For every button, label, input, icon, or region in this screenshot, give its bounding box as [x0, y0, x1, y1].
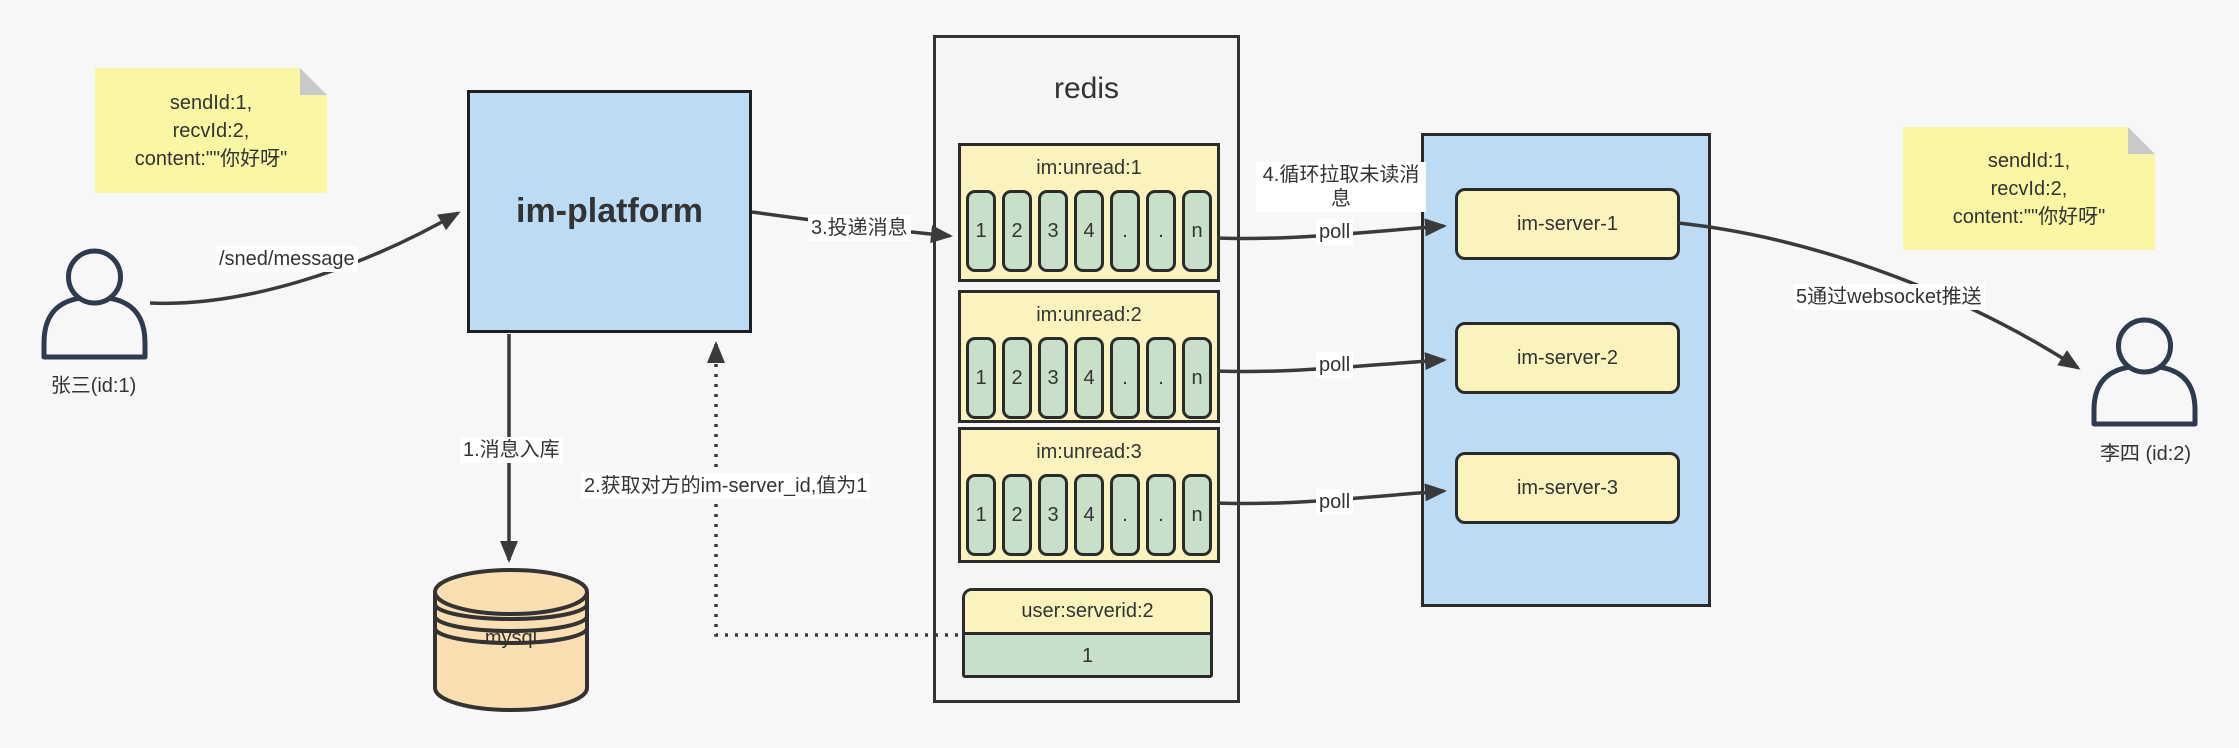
poll-label-3: poll [1316, 489, 1354, 515]
redis-queue-unread-1: im:unread:1 1 2 3 4 . . n [958, 143, 1220, 282]
queue-title: im:unread:1 [1036, 156, 1142, 179]
sticky-note-message-payload-left: sendId:1, recvId:2, content:""你好呀" [95, 68, 327, 193]
queue-cell: . [1110, 190, 1140, 272]
queue-cells: 1 2 3 4 . . n [961, 337, 1217, 419]
queue-cell: 4 [1074, 474, 1104, 556]
im-platform-label: im-platform [516, 192, 703, 230]
im-server-3-box: im-server-3 [1455, 452, 1680, 524]
step4-label: 4.循环拉取未读消息 [1256, 162, 1426, 212]
poll-label-1: poll [1316, 219, 1354, 245]
note-line: recvId:2, [172, 119, 250, 142]
redis-queue-unread-3: im:unread:3 1 2 3 4 . . n [958, 427, 1220, 563]
note-line: content:""你好呀" [134, 147, 288, 170]
receiver-name-label: 李四 (id:2) [2099, 443, 2192, 465]
receiver-person-icon [2091, 317, 2198, 427]
note-fold-icon [300, 68, 327, 95]
step1-label: 1.消息入库 [460, 437, 563, 463]
queue-cell: 3 [1038, 337, 1068, 419]
queue-title: im:unread:3 [1036, 440, 1142, 463]
queue-cells: 1 2 3 4 . . n [961, 190, 1217, 272]
queue-cells: 1 2 3 4 . . n [961, 474, 1217, 556]
queue-title: im:unread:2 [1036, 303, 1142, 326]
queue-cell: 1 [966, 190, 996, 272]
step5-label: 5通过websocket推送 [1793, 284, 1985, 310]
sticky-note-message-payload-right: sendId:1, recvId:2, content:""你好呀" [1903, 127, 2155, 250]
queue-cell: 1 [966, 474, 996, 556]
queue-cell: n [1182, 337, 1212, 419]
queue-cell: . [1146, 474, 1176, 556]
sender-name-label: 张三(id:1) [50, 375, 137, 397]
im-server-3-label: im-server-3 [1516, 476, 1619, 499]
queue-cell: 4 [1074, 337, 1104, 419]
queue-cell: . [1146, 337, 1176, 419]
queue-cell: . [1110, 337, 1140, 419]
redis-title: redis [1053, 72, 1120, 105]
queue-cell: . [1146, 190, 1176, 272]
note-fold-icon [2128, 127, 2155, 154]
queue-cell: n [1182, 190, 1212, 272]
endpoint-label: /sned/message [216, 246, 358, 272]
queue-cell: 3 [1038, 190, 1068, 272]
im-server-2-label: im-server-2 [1516, 346, 1619, 369]
queue-cell: 2 [1002, 190, 1032, 272]
im-server-2-box: im-server-2 [1455, 322, 1680, 394]
queue-cell: 1 [966, 337, 996, 419]
queue-cell: n [1182, 474, 1212, 556]
step3-label: 3.投递消息 [808, 215, 911, 241]
queue-cell: 3 [1038, 474, 1068, 556]
im-server-1-box: im-server-1 [1455, 188, 1680, 260]
note-line: sendId:1, [169, 91, 253, 114]
poll-label-2: poll [1316, 352, 1354, 378]
queue-cell: 2 [1002, 337, 1032, 419]
mysql-label: mysql [484, 627, 538, 649]
sender-person-icon [41, 248, 148, 360]
queue-cell: 2 [1002, 474, 1032, 556]
step2-label: 2.获取对方的im-server_id,值为1 [581, 473, 871, 499]
kv-title: user:serverid:2 [965, 591, 1210, 635]
im-server-1-label: im-server-1 [1516, 212, 1619, 235]
note-line: recvId:2, [1990, 177, 2068, 200]
kv-value: 1 [965, 635, 1210, 675]
note-line: sendId:1, [1987, 149, 2071, 172]
queue-cell: . [1110, 474, 1140, 556]
redis-kv-user-serverid: user:serverid:2 1 [962, 588, 1213, 678]
queue-cell: 4 [1074, 190, 1104, 272]
note-line: content:""你好呀" [1952, 205, 2106, 228]
redis-queue-unread-2: im:unread:2 1 2 3 4 . . n [958, 290, 1220, 423]
im-platform-box: im-platform [467, 90, 752, 333]
